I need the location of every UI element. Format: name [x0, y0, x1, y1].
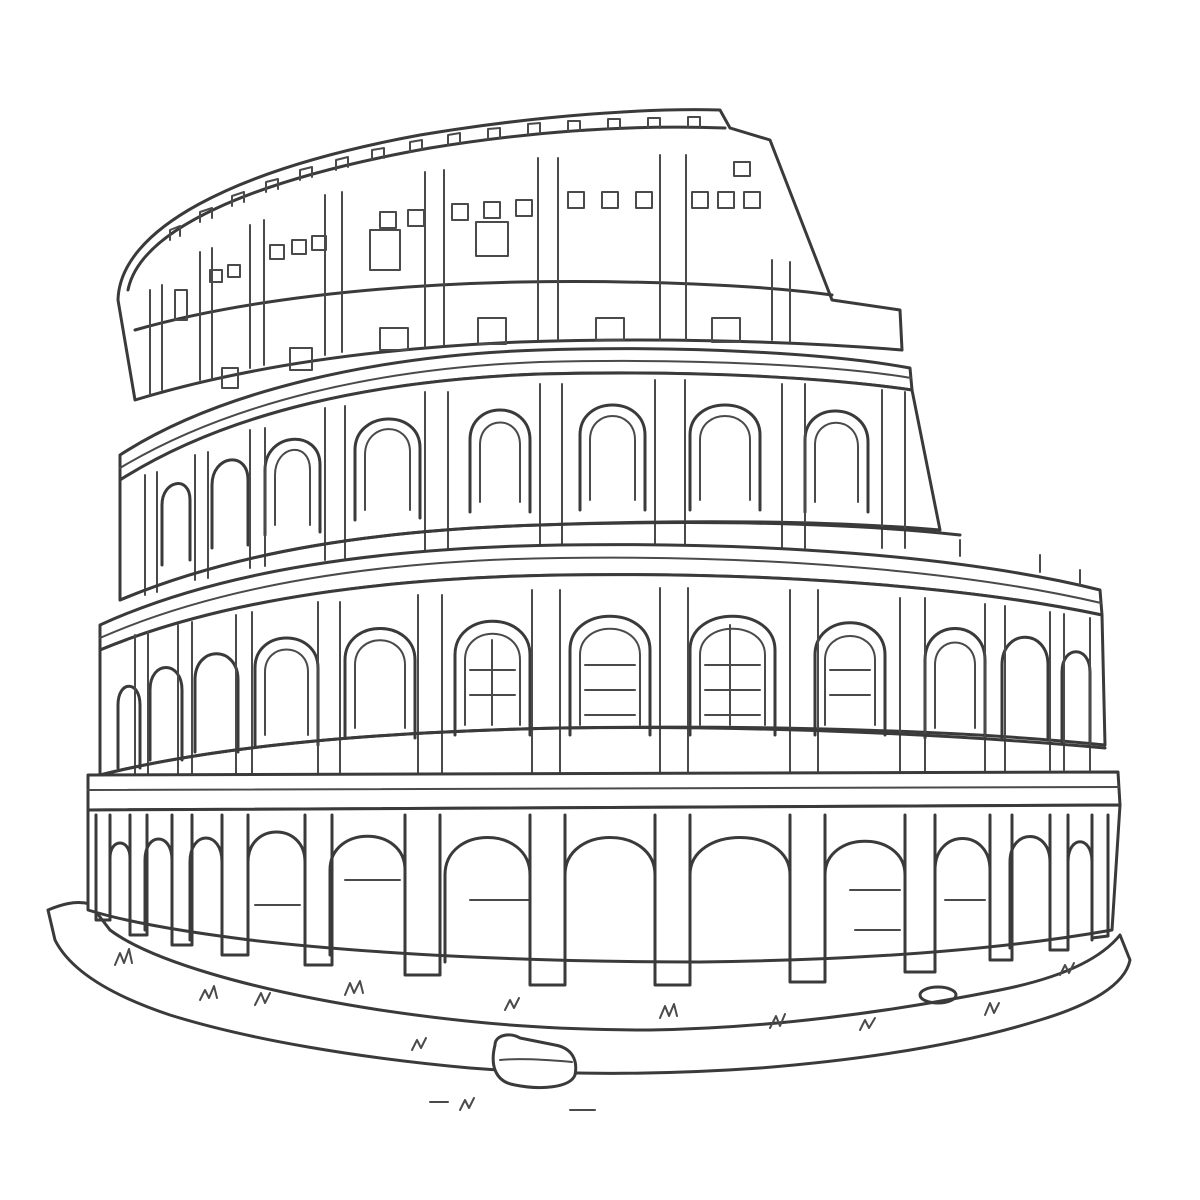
- third-arcade-arches: [160, 403, 870, 567]
- attic-pilasters: [149, 154, 791, 396]
- ground: [46, 901, 1132, 1111]
- attic-tier: [116, 108, 904, 402]
- ground-arcade-piers: [94, 813, 1110, 987]
- second-arcade: [98, 573, 1107, 783]
- large-stone: [491, 1033, 578, 1090]
- crenellations: [169, 116, 701, 241]
- grass-tufts: [114, 948, 1075, 1111]
- attic-windows: [174, 161, 761, 389]
- third-arcade: [118, 371, 962, 602]
- third-arcade-columns: [144, 379, 906, 596]
- small-stone: [918, 985, 958, 1005]
- ground-arcade: [86, 803, 1122, 987]
- second-arcade-arches: [116, 614, 1092, 770]
